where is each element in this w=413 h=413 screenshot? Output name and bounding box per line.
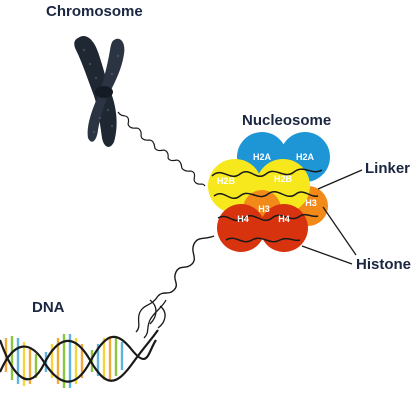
label-h2a-left: H2A [253,152,272,162]
label-linker: Linker [365,160,410,177]
label-h2b-left: H2B [217,176,236,186]
dna-wrap-upper [211,168,323,178]
linker-dna-strand [157,235,215,297]
nucleosome [208,132,330,252]
dna-double-helix [0,329,159,388]
dna-wrap-bottom [225,237,301,243]
label-nucleosome: Nucleosome [242,112,331,129]
label-dna: DNA [32,299,65,316]
dna-helix-coil [135,295,167,339]
label-h4-left: H4 [237,214,249,224]
chromosome-shape [74,35,125,147]
chromatin-fiber-coil [117,111,206,187]
label-h4-right: H4 [278,214,290,224]
dna-wrap-middle [213,191,319,199]
histone-pointer-upper [322,206,357,256]
label-h2b-right: H2B [274,174,293,184]
linker-pointer [317,169,363,190]
label-histone: Histone [356,256,411,273]
histone-pointer-lower [301,245,353,265]
label-h3-right: H3 [305,198,317,208]
label-chromosome: Chromosome [46,3,143,20]
label-h3-left: H3 [258,204,270,214]
label-h2a-right: H2A [296,152,315,162]
dna-wrap-lower [217,213,319,222]
dna-strand-b [0,329,159,382]
